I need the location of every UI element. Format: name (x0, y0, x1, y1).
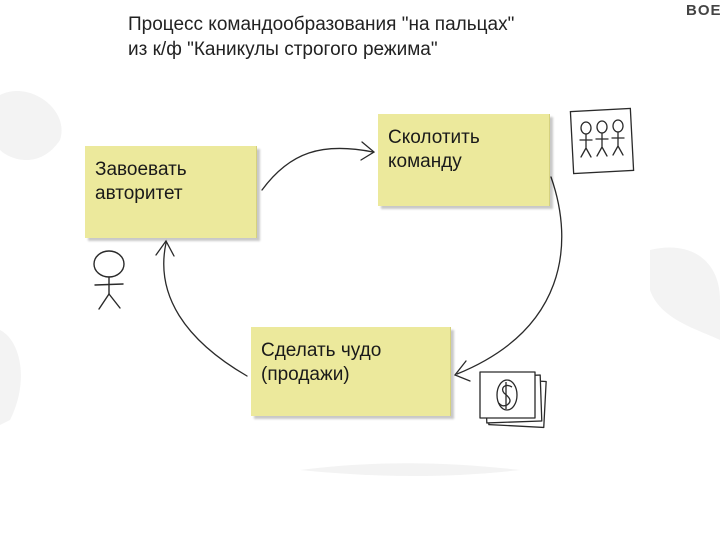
sticky-note-miracle: Сделать чудо (продажи) (251, 327, 451, 416)
note-line: Сделать чудо (261, 340, 382, 361)
dollar-banknotes-icon (479, 371, 547, 429)
arrow-to-authority (155, 239, 248, 377)
note-text: Сделать чудо (продажи) (261, 339, 381, 387)
stick-figure-icon (93, 250, 125, 310)
sticky-note-team: Сколотить команду (378, 114, 550, 206)
title-line-1: Процесс командообразования "на пальцах" (128, 14, 515, 35)
note-text: Завоевать авторитет (95, 158, 187, 206)
note-text: Сколотить команду (388, 126, 480, 174)
arrow-to-team (261, 141, 376, 191)
note-line: (продажи) (261, 364, 350, 385)
team-of-three-icon (569, 107, 635, 175)
arrow-to-miracle (453, 176, 563, 382)
note-line: Завоевать (95, 159, 187, 180)
slide-title: Процесс командообразования "на пальцах" … (128, 12, 514, 62)
background-texture (0, 91, 720, 476)
note-line: Сколотить (388, 127, 480, 148)
title-line-2: из к/ф "Каникулы строгого режима" (128, 39, 438, 60)
note-line: авторитет (95, 183, 183, 204)
sticky-note-authority: Завоевать авторитет (85, 146, 257, 238)
note-line: команду (388, 151, 462, 172)
brand-logo-fragment: BOE (686, 2, 720, 19)
